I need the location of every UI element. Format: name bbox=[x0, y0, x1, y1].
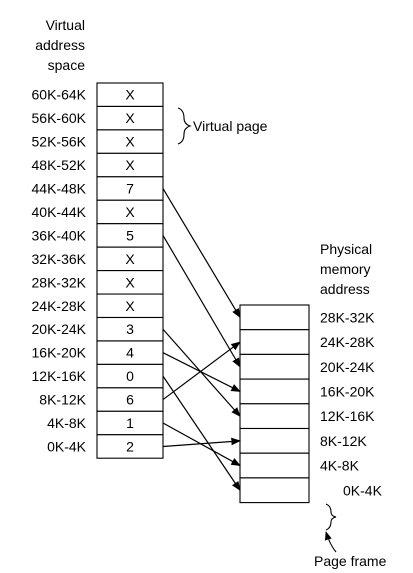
physical-address-label: 20K-24K bbox=[320, 359, 375, 375]
mapping-arrow bbox=[162, 422, 241, 467]
page-frame-brace bbox=[325, 503, 337, 531]
physical-frame-cell bbox=[239, 329, 310, 355]
virtual-address-label: 28K-32K bbox=[32, 274, 87, 290]
virtual-page-value: 6 bbox=[126, 392, 134, 408]
virtual-page-brace bbox=[177, 107, 192, 145]
mapping-arrow bbox=[162, 437, 241, 448]
physical-address-label: 8K-12K bbox=[320, 433, 367, 449]
virtual-address-label: 44K-48K bbox=[32, 181, 87, 197]
mapping-arrows bbox=[162, 188, 241, 492]
virtual-address-label: 32K-36K bbox=[32, 251, 87, 267]
physical-frame-cell bbox=[239, 304, 310, 331]
mapping-arrow bbox=[162, 341, 241, 401]
virtual-address-label: 0K-4K bbox=[47, 438, 87, 454]
virtual-page-value: 2 bbox=[126, 438, 134, 454]
mapping-arrow bbox=[162, 352, 241, 392]
virtual-address-label: 8K-12K bbox=[39, 392, 86, 408]
virtual-address-label: 16K-20K bbox=[32, 345, 87, 361]
virtual-page-value: 7 bbox=[126, 181, 134, 197]
physical-address-label: 0K-4K bbox=[343, 482, 383, 498]
physical-frame-cell bbox=[239, 452, 310, 479]
physical-address-label: 28K-32K bbox=[320, 309, 375, 325]
virtual-page-value: 1 bbox=[126, 415, 134, 431]
virtual-address-label: 36K-40K bbox=[32, 227, 87, 243]
virtual-address-label: 24K-28K bbox=[32, 298, 87, 314]
physical-frame-cell bbox=[239, 403, 310, 430]
virtual-page-label: Virtual page bbox=[193, 118, 268, 134]
physical-address-labels: 28K-32K 24K-28K 20K-24K 16K-20K 12K-16K 8K-12… bbox=[320, 309, 383, 498]
virtual-page-value: X bbox=[125, 134, 135, 150]
physical-frame-cell bbox=[239, 427, 310, 454]
mapping-arrow bbox=[162, 375, 241, 492]
virtual-title-line-1: Virtual bbox=[46, 17, 85, 33]
physical-address-label: 16K-20K bbox=[320, 383, 375, 399]
physical-title-line-2: memory bbox=[320, 261, 371, 277]
mapping-arrow bbox=[162, 188, 241, 319]
virtual-address-label: 60K-64K bbox=[32, 87, 87, 103]
virtual-page-value: 5 bbox=[126, 227, 134, 243]
virtual-page-value: X bbox=[125, 204, 135, 220]
physical-title-line-3: address bbox=[320, 281, 370, 297]
virtual-page-value: X bbox=[125, 274, 135, 290]
page-frame-pointer-arrow bbox=[324, 531, 337, 553]
virtual-address-label: 12K-16K bbox=[32, 368, 87, 384]
physical-title-line-1: Physical bbox=[320, 241, 372, 257]
physical-address-label: 24K-28K bbox=[320, 334, 375, 350]
virtual-page-value: 4 bbox=[126, 345, 134, 361]
virtual-page-value: 0 bbox=[126, 368, 134, 384]
virtual-title-line-3: space bbox=[48, 57, 86, 73]
virtual-address-label: 20K-24K bbox=[32, 321, 87, 337]
physical-frame-cell bbox=[239, 378, 310, 405]
physical-frame-cell bbox=[239, 477, 310, 504]
virtual-address-label: 40K-44K bbox=[32, 204, 87, 220]
virtual-address-labels: 60K-64K 56K-60K 52K-56K 48K-52K 44K-48K 40K-4… bbox=[32, 87, 87, 455]
virtual-address-label: 52K-56K bbox=[32, 134, 87, 150]
virtual-address-label: 4K-8K bbox=[47, 415, 87, 431]
physical-address-label: 12K-16K bbox=[320, 408, 375, 424]
virtual-page-value: X bbox=[125, 251, 135, 267]
physical-address-label: 4K-8K bbox=[320, 458, 360, 474]
physical-frame-cell bbox=[239, 353, 310, 380]
virtual-page-value: X bbox=[125, 110, 135, 126]
virtual-address-label: 56K-60K bbox=[32, 110, 87, 126]
physical-frame-table bbox=[239, 304, 310, 504]
virtual-page-value: X bbox=[125, 87, 135, 103]
mapping-arrow bbox=[162, 235, 241, 368]
virtual-page-value: 3 bbox=[126, 321, 134, 337]
virtual-title-line-2: address bbox=[35, 37, 85, 53]
page-frame-label: Page frame bbox=[314, 553, 387, 569]
virtual-page-value: X bbox=[125, 157, 135, 173]
virtual-page-value: X bbox=[125, 298, 135, 314]
virtual-address-label: 48K-52K bbox=[32, 157, 87, 173]
